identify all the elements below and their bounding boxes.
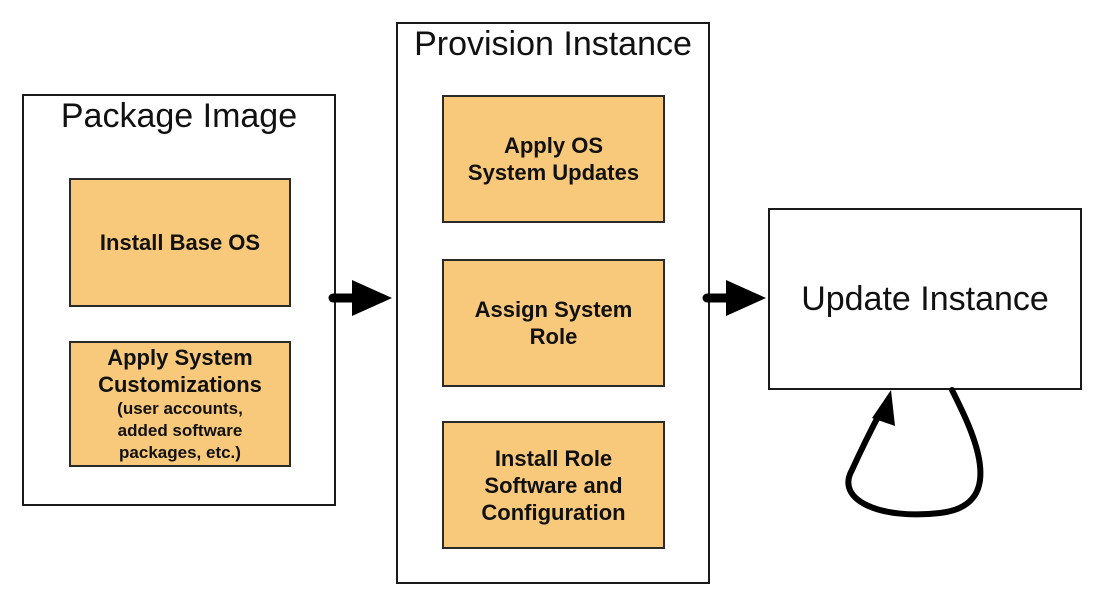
arrow-provision-to-update (702, 280, 766, 316)
apply-os-system-updates-step: Apply OS System Updates (442, 95, 665, 223)
update-instance-title: Update Instance (801, 279, 1049, 318)
arrow-package-to-provision (328, 280, 392, 316)
install-role-software-step: Install Role Software and Configuration (442, 421, 665, 549)
install-base-os-step: Install Base OS (69, 178, 291, 307)
apply-system-customizations-step: Apply System Customizations (user accoun… (69, 341, 291, 467)
assign-system-role-label: Assign System Role (474, 297, 633, 349)
apply-os-system-updates-label: Apply OS System Updates (467, 133, 640, 185)
update-instance-stage: Update Instance (768, 208, 1082, 390)
install-role-software-label: Install Role Software and Configuration (481, 445, 626, 525)
provision-instance-stage: Provision Instance Apply OS System Updat… (396, 22, 710, 584)
package-image-title: Package Image (60, 97, 298, 135)
apply-system-customizations-label: Apply System Customizations (98, 345, 262, 397)
provision-instance-title: Provision Instance (414, 25, 692, 63)
assign-system-role-step: Assign System Role (442, 259, 665, 387)
install-base-os-label: Install Base OS (99, 230, 261, 255)
arrow-update-self-loop (845, 387, 984, 518)
apply-system-customizations-detail: (user accounts, added software packages,… (117, 399, 243, 462)
package-image-stage: Package Image Install Base OS Apply Syst… (22, 94, 336, 506)
